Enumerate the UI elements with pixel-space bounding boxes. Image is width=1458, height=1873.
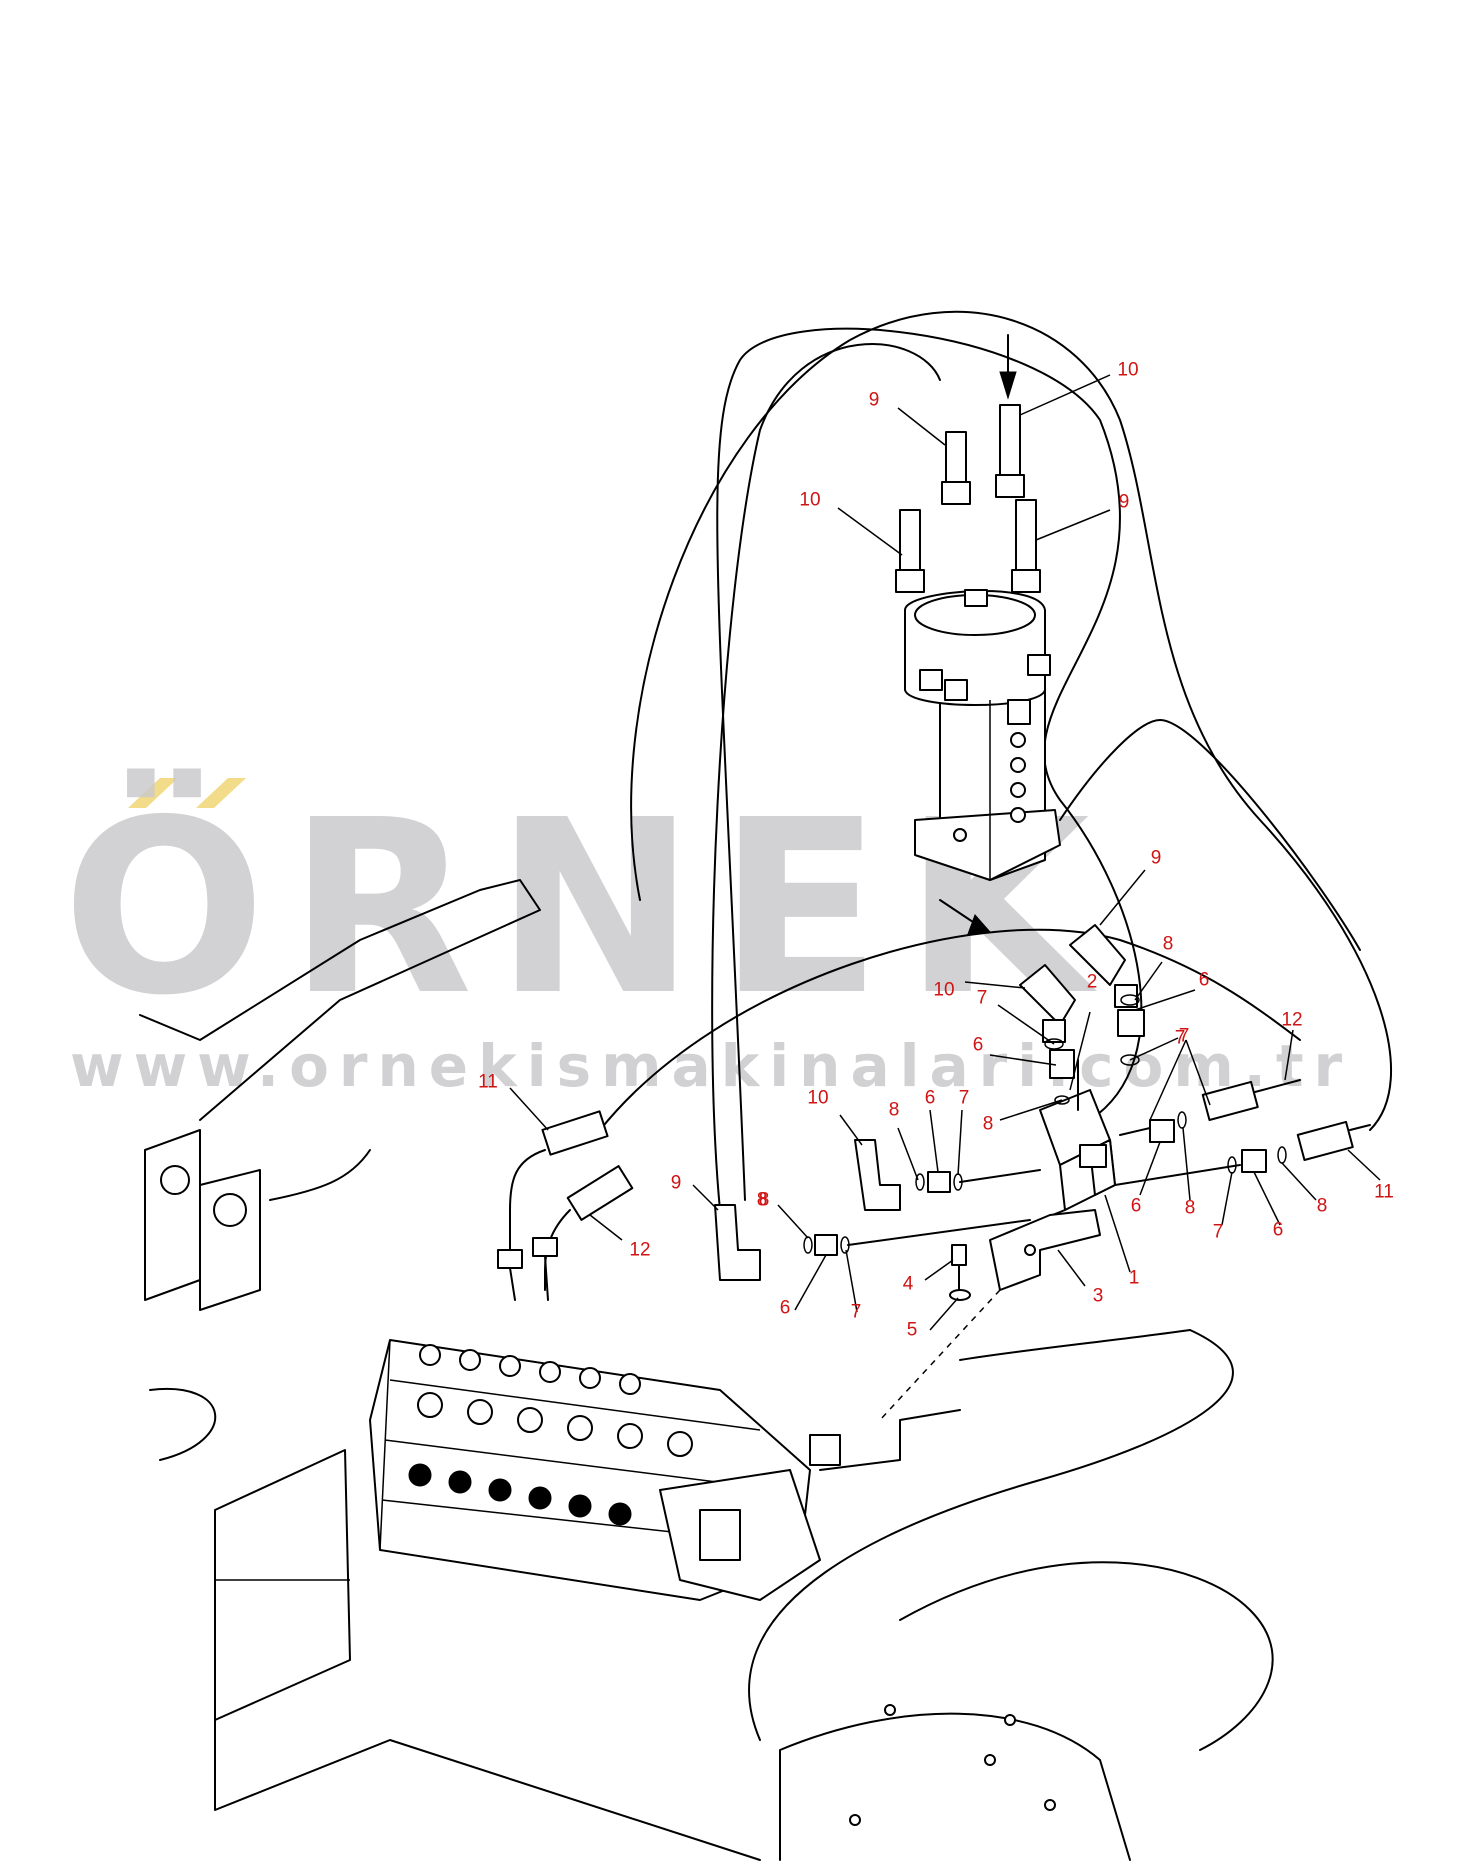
callout-6: 6 (924, 1087, 936, 1109)
callout-9: 9 (868, 389, 880, 411)
callout-12: 12 (629, 1239, 651, 1261)
callout-5: 5 (906, 1319, 918, 1341)
callout-9: 9 (670, 1172, 682, 1194)
callout-7: 7 (1212, 1221, 1224, 1243)
manifold-block (1039, 1089, 1116, 1211)
swivel-joint (904, 589, 1061, 881)
callout-4: 4 (902, 1273, 914, 1295)
callout-11: 11 (1374, 1181, 1394, 1203)
callout-6: 6 (1272, 1219, 1284, 1241)
callout-10: 10 (799, 489, 821, 511)
hose-end-9-right (1011, 499, 1041, 593)
callout-7: 7 (976, 987, 988, 1009)
callout-10: 10 (807, 1087, 829, 1109)
bolt (951, 1244, 967, 1291)
hose-cross (599, 928, 1301, 1131)
callout-10: 10 (1117, 359, 1139, 381)
callout-9: 9 (1118, 491, 1130, 513)
callout-6: 6 (1198, 969, 1210, 991)
callout-8: 8 (1162, 933, 1174, 955)
hose-end-9-top (941, 431, 971, 505)
fitting-6-f (1241, 1149, 1267, 1173)
hose-left-loop (711, 343, 941, 1211)
hose-end-9-low (714, 1204, 761, 1281)
hose-end-10-top (995, 404, 1025, 498)
callout-8: 8 (758, 1189, 770, 1211)
hose-end-11-right (1296, 1120, 1371, 1161)
callout-12: 12 (1281, 1009, 1303, 1031)
callout-7: 7 (850, 1301, 862, 1323)
fitting-6-c (927, 1171, 951, 1193)
hose-end-12-right (1201, 1079, 1301, 1121)
hose-end-10-low (854, 1139, 901, 1211)
callout-8: 8 (888, 1099, 900, 1121)
callout-6: 6 (779, 1297, 791, 1319)
hose-end-10-mid (1019, 964, 1076, 1043)
hose-end-10-left (895, 509, 925, 593)
watermark-url: www.ornekismakinalari.com.tr (70, 1032, 1353, 1100)
callout-8: 8 (756, 1189, 768, 1211)
callout-3: 3 (1092, 1285, 1104, 1307)
hose-end-9-mid (1069, 924, 1138, 1008)
bracket (989, 1209, 1101, 1291)
callout-7: 7 (958, 1087, 970, 1109)
frame-bottom (748, 1329, 1274, 1861)
callout-10: 10 (933, 979, 955, 1001)
hose-end-12-left (532, 1165, 634, 1291)
fitting-6-e (1149, 1119, 1175, 1143)
washer (949, 1289, 971, 1301)
control-valve (369, 1339, 841, 1601)
callout-8: 8 (1184, 1197, 1196, 1219)
leader-lines (509, 374, 1381, 1331)
frame-left (139, 879, 761, 1861)
callout-11: 11 (478, 1071, 498, 1093)
callout-7: 7 (1178, 1025, 1190, 1047)
callout-6: 6 (972, 1034, 984, 1056)
hose-right-loop (1059, 719, 1361, 951)
fitting-6-d (814, 1234, 838, 1256)
hose-end-11-left (497, 1110, 609, 1269)
callout-8: 8 (1316, 1195, 1328, 1217)
fitting-6-b (1117, 1009, 1145, 1037)
callout-2: 2 (1086, 971, 1098, 993)
hose-far-left-loop (630, 310, 1392, 1131)
callout-9: 9 (1150, 847, 1162, 869)
callout-7: 7 (1174, 1027, 1186, 1049)
callout-6: 6 (1130, 1195, 1142, 1217)
callout-8: 8 (982, 1113, 994, 1135)
callout-1: 1 (1128, 1267, 1140, 1289)
